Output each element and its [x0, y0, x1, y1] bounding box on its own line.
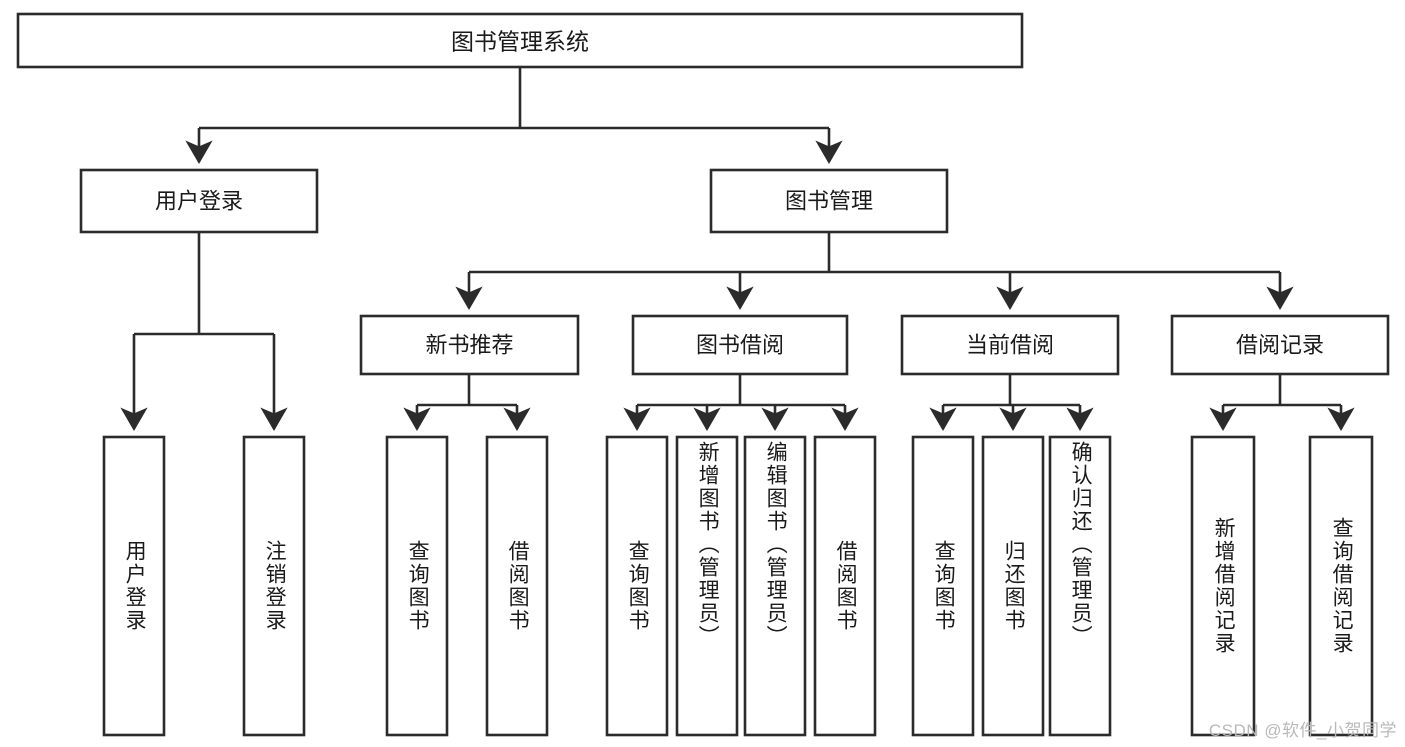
node-current-borrow-label: 当前借阅 [966, 333, 1054, 358]
leaf-box-add-book-admin[interactable] [675, 435, 739, 737]
leaf-box-add-borrow-record[interactable] [1190, 435, 1256, 737]
node-new-book-recommend-label: 新书推荐 [425, 333, 513, 358]
node-book-borrow-box [631, 314, 849, 376]
leaf-box-user-login[interactable] [102, 435, 166, 737]
leaf-box-query-books-borrow[interactable] [605, 435, 669, 737]
node-book-management[interactable]: 图书管理 [709, 168, 949, 234]
node-root-box [16, 12, 1024, 69]
node-book-management-label: 图书管理 [785, 189, 873, 214]
node-current-borrow-box [900, 314, 1120, 376]
node-new-book-recommend[interactable]: 新书推荐 [359, 314, 580, 376]
node-book-borrow[interactable]: 图书借阅 [631, 314, 849, 376]
node-book-borrow-label: 图书借阅 [696, 333, 784, 358]
node-book-management-box [709, 168, 949, 234]
node-borrow-records-label: 借阅记录 [1236, 333, 1324, 358]
leaf-box-query-books-current[interactable] [911, 435, 975, 737]
leaf-box-query-borrow-record[interactable] [1308, 435, 1374, 737]
connector-layer [120, 67, 1355, 431]
node-user-login-box [79, 168, 319, 234]
leaf-box-layer [102, 435, 1374, 737]
leaf-box-logout[interactable] [242, 435, 306, 737]
leaf-box-query-books-new[interactable] [385, 435, 449, 737]
node-root-label: 图书管理系统 [451, 29, 589, 55]
node-borrow-records-box [1170, 314, 1390, 376]
node-user-login-label: 用户登录 [155, 189, 243, 214]
node-user-login[interactable]: 用户登录 [79, 168, 319, 234]
leaf-box-return-book[interactable] [981, 435, 1045, 737]
node-borrow-records[interactable]: 借阅记录 [1170, 314, 1390, 376]
leaf-box-edit-book-admin[interactable] [743, 435, 807, 737]
node-current-borrow[interactable]: 当前借阅 [900, 314, 1120, 376]
watermark-text: CSDN @软件_小贺同学 [1208, 721, 1397, 740]
node-root-system[interactable]: 图书管理系统 [16, 12, 1024, 69]
leaf-box-confirm-return-admin[interactable] [1048, 435, 1112, 737]
leaf-box-borrow-book[interactable] [813, 435, 877, 737]
leaf-box-borrow-books-new[interactable] [485, 435, 549, 737]
node-new-book-recommend-box [359, 314, 580, 376]
